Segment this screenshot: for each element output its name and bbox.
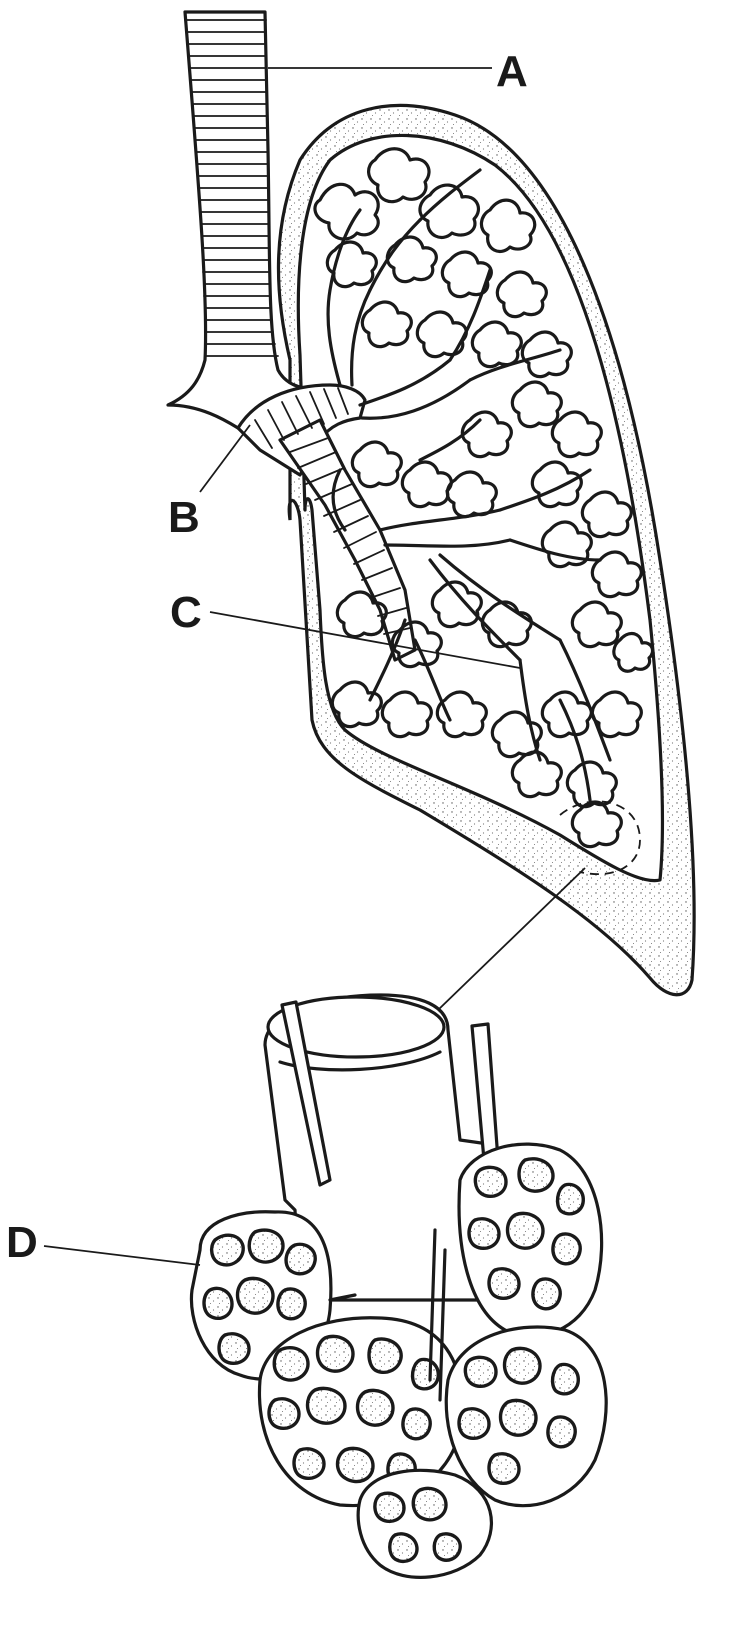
alveolar-sac-enlargement: [191, 995, 606, 1577]
label-d: D: [6, 1218, 38, 1267]
leader-line-b: [200, 425, 250, 492]
label-c: C: [170, 588, 202, 637]
enlargement-connector: [438, 868, 585, 1010]
label-b: B: [168, 493, 200, 542]
leader-line-d: [44, 1246, 200, 1265]
label-a: A: [496, 47, 528, 96]
